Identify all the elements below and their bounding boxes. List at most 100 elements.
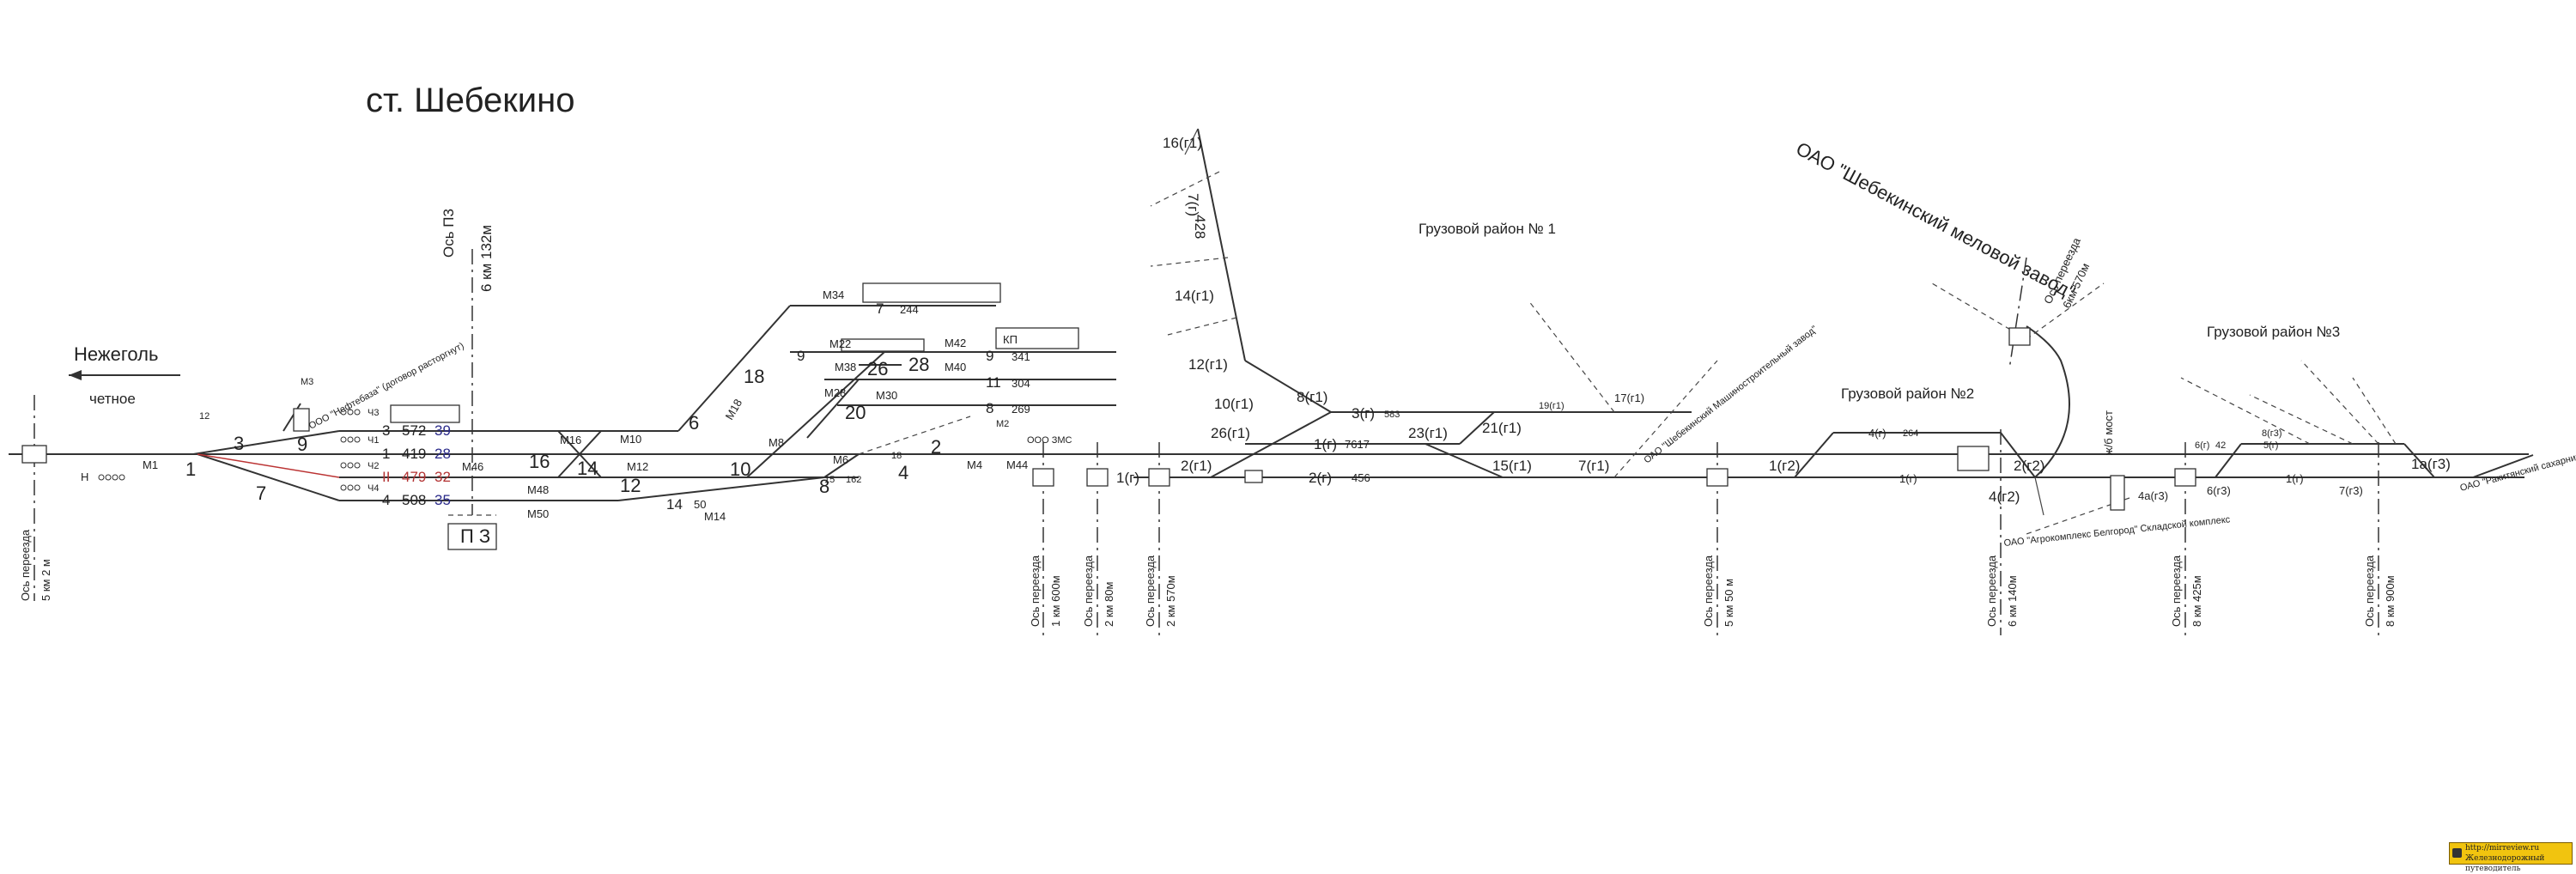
signal-ch1: Ч1 bbox=[368, 435, 379, 446]
track-3-num: 3 bbox=[382, 422, 390, 439]
r1-conn-21 bbox=[1459, 411, 1495, 445]
switch-4: 4 bbox=[898, 462, 908, 483]
r2-switch-4: 4(г2) bbox=[1989, 489, 2020, 505]
signal-m4: М4 bbox=[967, 458, 982, 471]
crossing-box-5 bbox=[1706, 468, 1728, 487]
r3-track-5: 5(г) bbox=[2263, 440, 2278, 451]
r1-track-7: 7(г) bbox=[1185, 193, 1201, 216]
crossing-km-4: 2 км 570м bbox=[1164, 575, 1177, 627]
signal-m48: М48 bbox=[527, 483, 549, 496]
r3-switch-4a: 4а(г3) bbox=[2138, 489, 2168, 502]
side-9-len: 341 bbox=[1012, 350, 1030, 363]
badge-caption: Железнодорожный путеводитель bbox=[2465, 854, 2545, 873]
district-2-label: Грузовой район №2 bbox=[1841, 385, 1974, 402]
track-14 bbox=[617, 476, 825, 501]
conn-4 bbox=[197, 453, 340, 501]
crossing-label-6: Ось переезда bbox=[1985, 555, 1998, 627]
source-badge[interactable]: http://mirreview.ru Железнодорожный путе… bbox=[2449, 842, 2573, 873]
bridge-label: ж/б мост bbox=[2102, 410, 2115, 455]
r2-track-1: 1(г) bbox=[1899, 472, 1917, 485]
r2-switch-1: 1(г2) bbox=[1769, 458, 1800, 474]
m22-box bbox=[841, 338, 925, 352]
track-1-length: 419 bbox=[402, 446, 426, 462]
r3-up bbox=[2215, 443, 2242, 478]
parity-label: четное bbox=[89, 391, 136, 407]
r1-switch-14: 14(г1) bbox=[1175, 288, 1214, 304]
track-2-length: 479 bbox=[402, 469, 426, 485]
district-3-label: Грузовой район №3 bbox=[2207, 324, 2340, 340]
crossing-km-7: 8 км 425м bbox=[2190, 575, 2203, 627]
side-14-len: 50 bbox=[694, 498, 706, 511]
crossing-box-4 bbox=[1148, 468, 1170, 487]
side-7-len: 244 bbox=[900, 303, 919, 316]
crossover-14-16 bbox=[557, 430, 602, 478]
signal-m2: М2 bbox=[996, 419, 1009, 429]
side-11-len: 304 bbox=[1012, 377, 1030, 390]
switch-26: 26 bbox=[867, 358, 888, 379]
r1-track-19: 19(г1) bbox=[1539, 401, 1564, 411]
signal-m34: М34 bbox=[823, 288, 844, 301]
sugar-label: ОАО "Ракитянский сахарник" bbox=[2459, 451, 2576, 494]
switch-3: 3 bbox=[234, 433, 244, 454]
signal-ch4: Ч4 bbox=[368, 483, 379, 494]
r3-switch-1a: 1а(г3) bbox=[2411, 456, 2451, 472]
r1-switch-7: 7(г1) bbox=[1578, 458, 1609, 474]
r1-branch-7 bbox=[1197, 128, 1246, 361]
signal-m10: М10 bbox=[620, 433, 641, 446]
crossing-km-8: 8 км 900м bbox=[2384, 575, 2397, 627]
signal-m8: М8 bbox=[769, 436, 784, 449]
side-18-num: 18 bbox=[891, 451, 902, 461]
crossing-axis-9 bbox=[2008, 257, 2027, 370]
r3-switch-6: 6(г3) bbox=[2207, 484, 2231, 497]
signal-n: Н bbox=[81, 470, 88, 483]
r1-crossover bbox=[1425, 443, 1504, 478]
switch-28: 28 bbox=[908, 354, 929, 375]
switch-10: 10 bbox=[730, 458, 750, 480]
side-15-num: 15 bbox=[824, 475, 835, 485]
signal-m3: М3 bbox=[301, 377, 313, 387]
r1-dash-3 bbox=[1167, 317, 1237, 336]
r1-switch-16: 16(г1) bbox=[1163, 135, 1202, 151]
crossing-km-3: 2 км 80м bbox=[1103, 581, 1115, 627]
r1-switch-2: 2(г1) bbox=[1181, 458, 1212, 474]
r1-branch-12 bbox=[1244, 360, 1332, 413]
r1-switch-23: 23(г1) bbox=[1408, 425, 1448, 441]
crossing-box-2 bbox=[1032, 468, 1054, 487]
signal-m12: М12 bbox=[627, 460, 648, 473]
kp-label: КП bbox=[1003, 333, 1018, 346]
m34-box bbox=[862, 282, 1001, 303]
machine-spur bbox=[1613, 360, 1718, 478]
crossing-box-9 bbox=[2008, 327, 2031, 346]
kp-box bbox=[995, 327, 1079, 349]
r3-len-42: 42 bbox=[2215, 440, 2226, 451]
track-3-length: 572 bbox=[402, 422, 426, 439]
agro-label: ОАО "Агрокомплекс Белгород" Складской ко… bbox=[2003, 514, 2231, 549]
switch-16: 16 bbox=[529, 451, 550, 472]
signal-m6: М6 bbox=[833, 453, 848, 466]
sugar-branch bbox=[2472, 454, 2534, 478]
crossing-label-7: Ось переезда bbox=[2170, 555, 2183, 627]
conn-8 bbox=[823, 453, 860, 478]
track-3-cap: 39 bbox=[434, 422, 451, 439]
post-box bbox=[447, 523, 497, 550]
side-15-len: 162 bbox=[846, 475, 861, 485]
crossing-label-4: Ось переезда bbox=[1144, 555, 1157, 627]
switch-7: 7 bbox=[256, 483, 266, 504]
side-8-len: 269 bbox=[1012, 403, 1030, 416]
side-9b-num: 9 bbox=[986, 348, 993, 364]
signal-m46: М46 bbox=[462, 460, 483, 473]
signal-m14: М14 bbox=[704, 510, 726, 523]
signal-m16: М16 bbox=[560, 434, 581, 446]
r3-switch-8: 8(г3) bbox=[2262, 428, 2282, 439]
signal-m28: М28 bbox=[824, 386, 846, 399]
r1-switch-26: 26(г1) bbox=[1211, 425, 1250, 441]
track-1-cap: 28 bbox=[434, 446, 451, 462]
signal-m38: М38 bbox=[835, 361, 856, 373]
track-4-cap: 35 bbox=[434, 492, 451, 508]
conn-2 bbox=[197, 453, 340, 478]
crossing-km-2: 1 км 600м bbox=[1049, 575, 1062, 627]
signal-m40: М40 bbox=[945, 361, 966, 373]
signal-m22: М22 bbox=[829, 337, 851, 350]
signal-m18: М18 bbox=[723, 397, 745, 422]
crossing-box-3 bbox=[1086, 468, 1109, 487]
